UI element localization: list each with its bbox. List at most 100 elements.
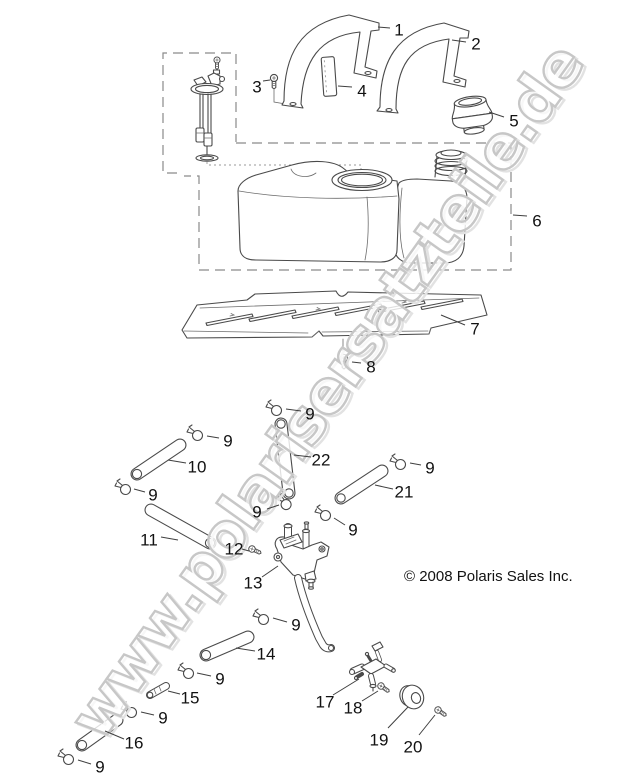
skid-plate xyxy=(181,290,488,339)
callout-label: 9 xyxy=(95,758,104,777)
callout-label: 9 xyxy=(223,432,232,451)
callout-leader xyxy=(387,706,409,729)
screw-20 xyxy=(432,704,449,719)
callout-leader xyxy=(140,711,155,716)
callout-label: 9 xyxy=(305,405,314,424)
callout-leader xyxy=(337,85,353,88)
plate-slot xyxy=(291,306,340,320)
filler-neck xyxy=(434,149,468,180)
clamp-9 xyxy=(186,424,204,442)
vent-valve-17 xyxy=(348,641,396,692)
callout-label: 16 xyxy=(125,734,144,753)
callout-leader xyxy=(440,314,466,326)
callout-leader xyxy=(418,714,436,736)
callout-leader xyxy=(196,672,212,677)
clamp-9 xyxy=(389,453,407,471)
grommet-19 xyxy=(399,684,425,710)
callout-leader xyxy=(160,536,179,541)
callout-leader xyxy=(235,647,256,652)
strap-pad xyxy=(320,56,338,97)
fuel-cap xyxy=(451,95,493,135)
pump-filter-upper xyxy=(195,127,205,143)
fuel-pump-assembly xyxy=(190,56,226,162)
callout-label: 9 xyxy=(425,459,434,478)
callout-label: 6 xyxy=(532,212,541,231)
callout-label: 9 xyxy=(252,503,261,522)
fitting-15 xyxy=(146,682,170,699)
callout-leader xyxy=(293,454,312,458)
clamp-9 xyxy=(177,662,195,680)
tank-opening-ring xyxy=(331,168,393,192)
callout-leader xyxy=(351,361,362,364)
plate-slot xyxy=(420,298,464,311)
tank-top-crease xyxy=(238,190,398,199)
callout-leader xyxy=(361,690,379,702)
callout-leader xyxy=(409,462,422,466)
callout-label: 17 xyxy=(316,693,335,712)
tank-strap-2 xyxy=(376,22,470,114)
callout-label: 12 xyxy=(225,540,244,559)
callout-leader xyxy=(512,214,528,217)
valve-bolt-18 xyxy=(375,680,392,695)
hose-21 xyxy=(334,464,389,505)
callout-leader xyxy=(104,730,125,740)
callout-leader xyxy=(285,408,302,412)
hose-14 xyxy=(199,630,255,662)
callout-label: 9 xyxy=(215,670,224,689)
pump-tubes xyxy=(199,93,212,137)
callout-leader xyxy=(167,690,181,695)
callout-leader xyxy=(262,79,271,82)
fuel-valve-13 xyxy=(273,521,335,653)
dashed-boxes xyxy=(162,52,512,354)
hose-22 xyxy=(274,417,296,500)
plate-slot xyxy=(248,309,297,323)
clamp-9 xyxy=(114,478,132,496)
strap-bolt xyxy=(269,73,279,90)
copyright-text: © 2008 Polaris Sales Inc. xyxy=(404,568,573,585)
callout-leader xyxy=(374,484,394,490)
pump-to-tank-connector xyxy=(206,162,362,172)
callout-leader xyxy=(241,548,250,552)
callout-leader xyxy=(333,517,346,526)
callout-label: 14 xyxy=(257,645,276,664)
callout-label: 19 xyxy=(370,731,389,750)
callout-label: 4 xyxy=(357,82,366,101)
callout-leader xyxy=(488,111,505,118)
hose-16 xyxy=(75,713,124,752)
callout-label: 2 xyxy=(471,35,480,54)
pump-screw xyxy=(213,56,221,70)
clamp-9 xyxy=(57,748,75,766)
callout-leader xyxy=(266,504,280,510)
callout-leader xyxy=(133,488,146,493)
callout-leader xyxy=(77,759,92,765)
clamp-9 xyxy=(314,504,332,522)
callout-label: 7 xyxy=(470,320,479,339)
callout-label: 20 xyxy=(404,738,423,757)
callout-label: 13 xyxy=(244,574,263,593)
callout-label: 9 xyxy=(158,709,167,728)
pump-dashed-box xyxy=(162,52,237,174)
plate-slot xyxy=(334,303,383,317)
callout-leader xyxy=(451,39,467,43)
callout-label: 5 xyxy=(509,112,518,131)
tank-dashed-box xyxy=(184,142,512,271)
callout-label: 21 xyxy=(395,483,414,502)
callout-label: 18 xyxy=(344,699,363,718)
callout-label: 1 xyxy=(394,21,403,40)
callout-label: 3 xyxy=(252,78,261,97)
callout-label: 15 xyxy=(181,689,200,708)
hose-11 xyxy=(144,503,217,550)
callout-leader xyxy=(272,617,288,623)
tank-strap-1 xyxy=(281,14,380,109)
hose-10 xyxy=(130,438,187,481)
fuel-tank xyxy=(237,149,468,264)
callout-label: 11 xyxy=(140,531,158,550)
callout-leader xyxy=(261,565,279,578)
clamp-9 xyxy=(252,608,270,626)
callout-leader xyxy=(167,459,187,464)
callout-label: 9 xyxy=(148,486,157,505)
callout-label: 9 xyxy=(348,521,357,540)
tank-notch xyxy=(290,168,317,177)
